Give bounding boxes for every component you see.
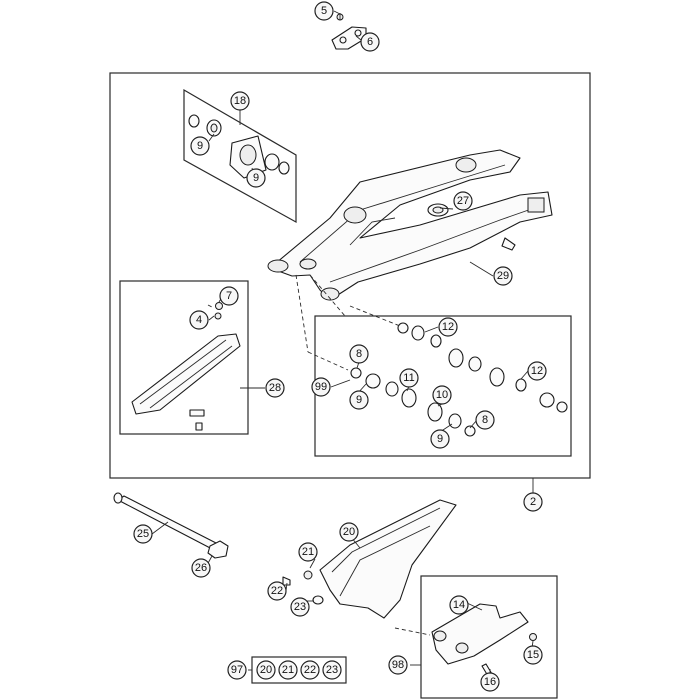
callout-21: 21 xyxy=(298,542,318,562)
callout-28: 28 xyxy=(265,378,285,398)
callout-9: 9 xyxy=(430,429,450,449)
svg-text:98: 98 xyxy=(392,659,404,671)
callout-6: 6 xyxy=(360,32,380,52)
callout-10: 10 xyxy=(432,385,452,405)
svg-text:23: 23 xyxy=(294,601,306,613)
svg-text:9: 9 xyxy=(356,394,362,406)
callout-26: 26 xyxy=(191,558,211,578)
callout-23: 23 xyxy=(290,597,310,617)
svg-text:26: 26 xyxy=(195,562,207,574)
bearing-kit-18-frame xyxy=(183,88,297,224)
bracket-part-6 xyxy=(331,13,367,50)
callout-2: 2 xyxy=(523,492,543,512)
callout-27: 27 xyxy=(453,191,473,211)
callout-9: 9 xyxy=(246,168,266,188)
callout-8: 8 xyxy=(475,410,495,430)
svg-text:14: 14 xyxy=(453,599,465,611)
svg-text:6: 6 xyxy=(367,36,373,48)
chain-slider-28-frame xyxy=(119,280,249,435)
swingarm-frame xyxy=(109,72,591,479)
callout-22: 22 xyxy=(267,581,287,601)
callout-15: 15 xyxy=(523,645,543,665)
svg-text:27: 27 xyxy=(457,195,469,207)
svg-text:22: 22 xyxy=(304,664,316,676)
callout-97: 97 xyxy=(227,660,247,680)
svg-text:23: 23 xyxy=(326,664,338,676)
svg-text:21: 21 xyxy=(302,546,314,558)
svg-text:9: 9 xyxy=(437,433,443,445)
kit-97-item-20: 20 xyxy=(256,660,276,680)
callout-14: 14 xyxy=(449,595,469,615)
svg-text:25: 25 xyxy=(137,528,149,540)
svg-text:21: 21 xyxy=(282,664,294,676)
svg-text:16: 16 xyxy=(484,676,496,688)
svg-text:20: 20 xyxy=(343,526,355,538)
callout-11: 11 xyxy=(399,368,419,388)
bushing-kit-99-parts xyxy=(350,322,568,437)
swingarm-part-29 xyxy=(267,149,553,301)
chain-guide-98-frame xyxy=(420,575,558,699)
callout-9: 9 xyxy=(190,136,210,156)
callout-16: 16 xyxy=(480,672,500,692)
chain-slider-part-28 xyxy=(131,302,241,431)
kit-97-item-23: 23 xyxy=(322,660,342,680)
svg-text:12: 12 xyxy=(531,365,543,377)
chain-guide-part-20 xyxy=(282,499,457,619)
callout-4: 4 xyxy=(189,310,209,330)
kit-97-item-22: 22 xyxy=(300,660,320,680)
svg-text:9: 9 xyxy=(197,140,203,152)
callout-20: 20 xyxy=(339,522,359,542)
bearing-kit-18-parts xyxy=(188,114,290,179)
svg-text:28: 28 xyxy=(269,382,281,394)
svg-text:10: 10 xyxy=(436,389,448,401)
callout-29: 29 xyxy=(493,266,513,286)
svg-text:20: 20 xyxy=(260,664,272,676)
svg-text:8: 8 xyxy=(356,348,362,360)
callout-12: 12 xyxy=(527,361,547,381)
svg-text:7: 7 xyxy=(226,290,232,302)
axle-part-25 xyxy=(113,492,219,551)
svg-text:5: 5 xyxy=(321,5,327,17)
svg-text:9: 9 xyxy=(253,172,259,184)
callout-18: 18 xyxy=(230,91,250,111)
callout-99: 99 xyxy=(311,377,331,397)
callout-25: 25 xyxy=(133,524,153,544)
svg-text:11: 11 xyxy=(403,372,414,384)
svg-text:22: 22 xyxy=(271,585,283,597)
callout-9: 9 xyxy=(349,390,369,410)
callout-5: 5 xyxy=(314,1,334,21)
svg-text:29: 29 xyxy=(497,270,509,282)
callout-12: 12 xyxy=(438,317,458,337)
nut-part-26 xyxy=(207,540,229,559)
callout-7: 7 xyxy=(219,286,239,306)
svg-text:97: 97 xyxy=(231,664,243,676)
svg-text:8: 8 xyxy=(482,414,488,426)
svg-text:18: 18 xyxy=(234,95,246,107)
callout-98: 98 xyxy=(388,655,408,675)
svg-text:12: 12 xyxy=(442,321,454,333)
kit-97-item-21: 21 xyxy=(278,660,298,680)
svg-text:4: 4 xyxy=(196,314,202,326)
svg-text:2: 2 xyxy=(530,496,536,508)
chain-guide-98-parts xyxy=(431,603,537,687)
callout-8: 8 xyxy=(349,344,369,364)
svg-text:15: 15 xyxy=(527,649,539,661)
svg-text:99: 99 xyxy=(315,381,327,393)
